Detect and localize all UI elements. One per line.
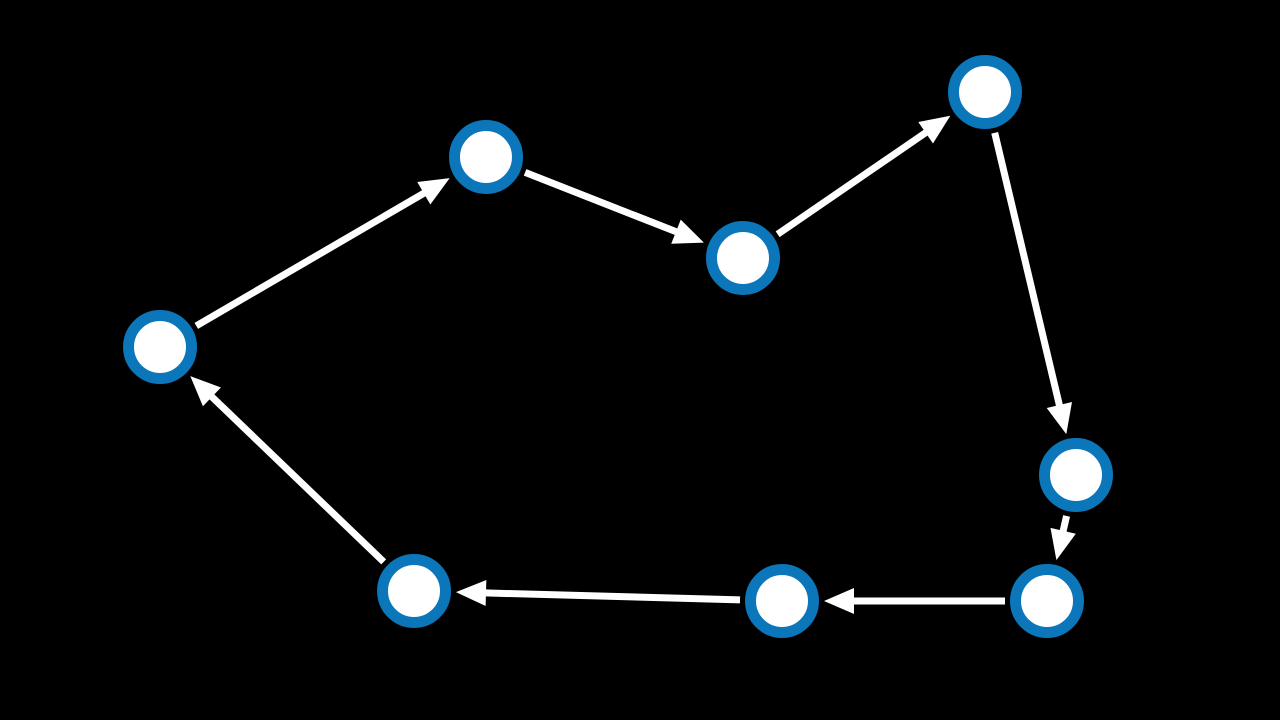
edge-shaft [194, 187, 431, 329]
graph-node[interactable] [948, 55, 1022, 129]
edges-layer [190, 115, 1076, 614]
arrowhead-icon [190, 376, 221, 407]
graph-node[interactable] [123, 310, 197, 384]
graph-edge[interactable] [1050, 515, 1076, 561]
arrowhead-icon [1046, 401, 1072, 435]
node-ring [1010, 564, 1084, 638]
graph-node[interactable] [1010, 564, 1084, 638]
edge-shaft [775, 126, 933, 238]
graph-edge[interactable] [523, 169, 704, 244]
graph-edge[interactable] [455, 579, 741, 606]
graph-node[interactable] [377, 554, 451, 628]
graph-edge[interactable] [194, 178, 450, 329]
edge-shaft [523, 169, 683, 237]
arrowhead-icon [417, 178, 450, 205]
node-ring [123, 310, 197, 384]
node-ring [377, 554, 451, 628]
node-ring [706, 221, 780, 295]
graph-edge[interactable] [775, 115, 951, 238]
edge-shaft [480, 589, 741, 604]
nodes-layer [123, 55, 1113, 638]
node-ring [1039, 438, 1113, 512]
edge-shaft [991, 132, 1065, 412]
graph-edge[interactable] [190, 376, 387, 565]
node-ring [948, 55, 1022, 129]
arrowhead-icon [1050, 527, 1076, 561]
graph-edge[interactable] [824, 588, 1005, 614]
arrowhead-icon [824, 588, 854, 614]
graph-node[interactable] [706, 221, 780, 295]
arrowhead-icon [918, 115, 951, 144]
graph-edge[interactable] [991, 132, 1072, 435]
node-ring [449, 120, 523, 194]
graph-node[interactable] [1039, 438, 1113, 512]
arrowhead-icon [455, 579, 487, 606]
graph-node[interactable] [745, 564, 819, 638]
graph-node[interactable] [449, 120, 523, 194]
arrowhead-icon [671, 219, 704, 244]
node-ring [745, 564, 819, 638]
edge-shaft [205, 390, 387, 565]
